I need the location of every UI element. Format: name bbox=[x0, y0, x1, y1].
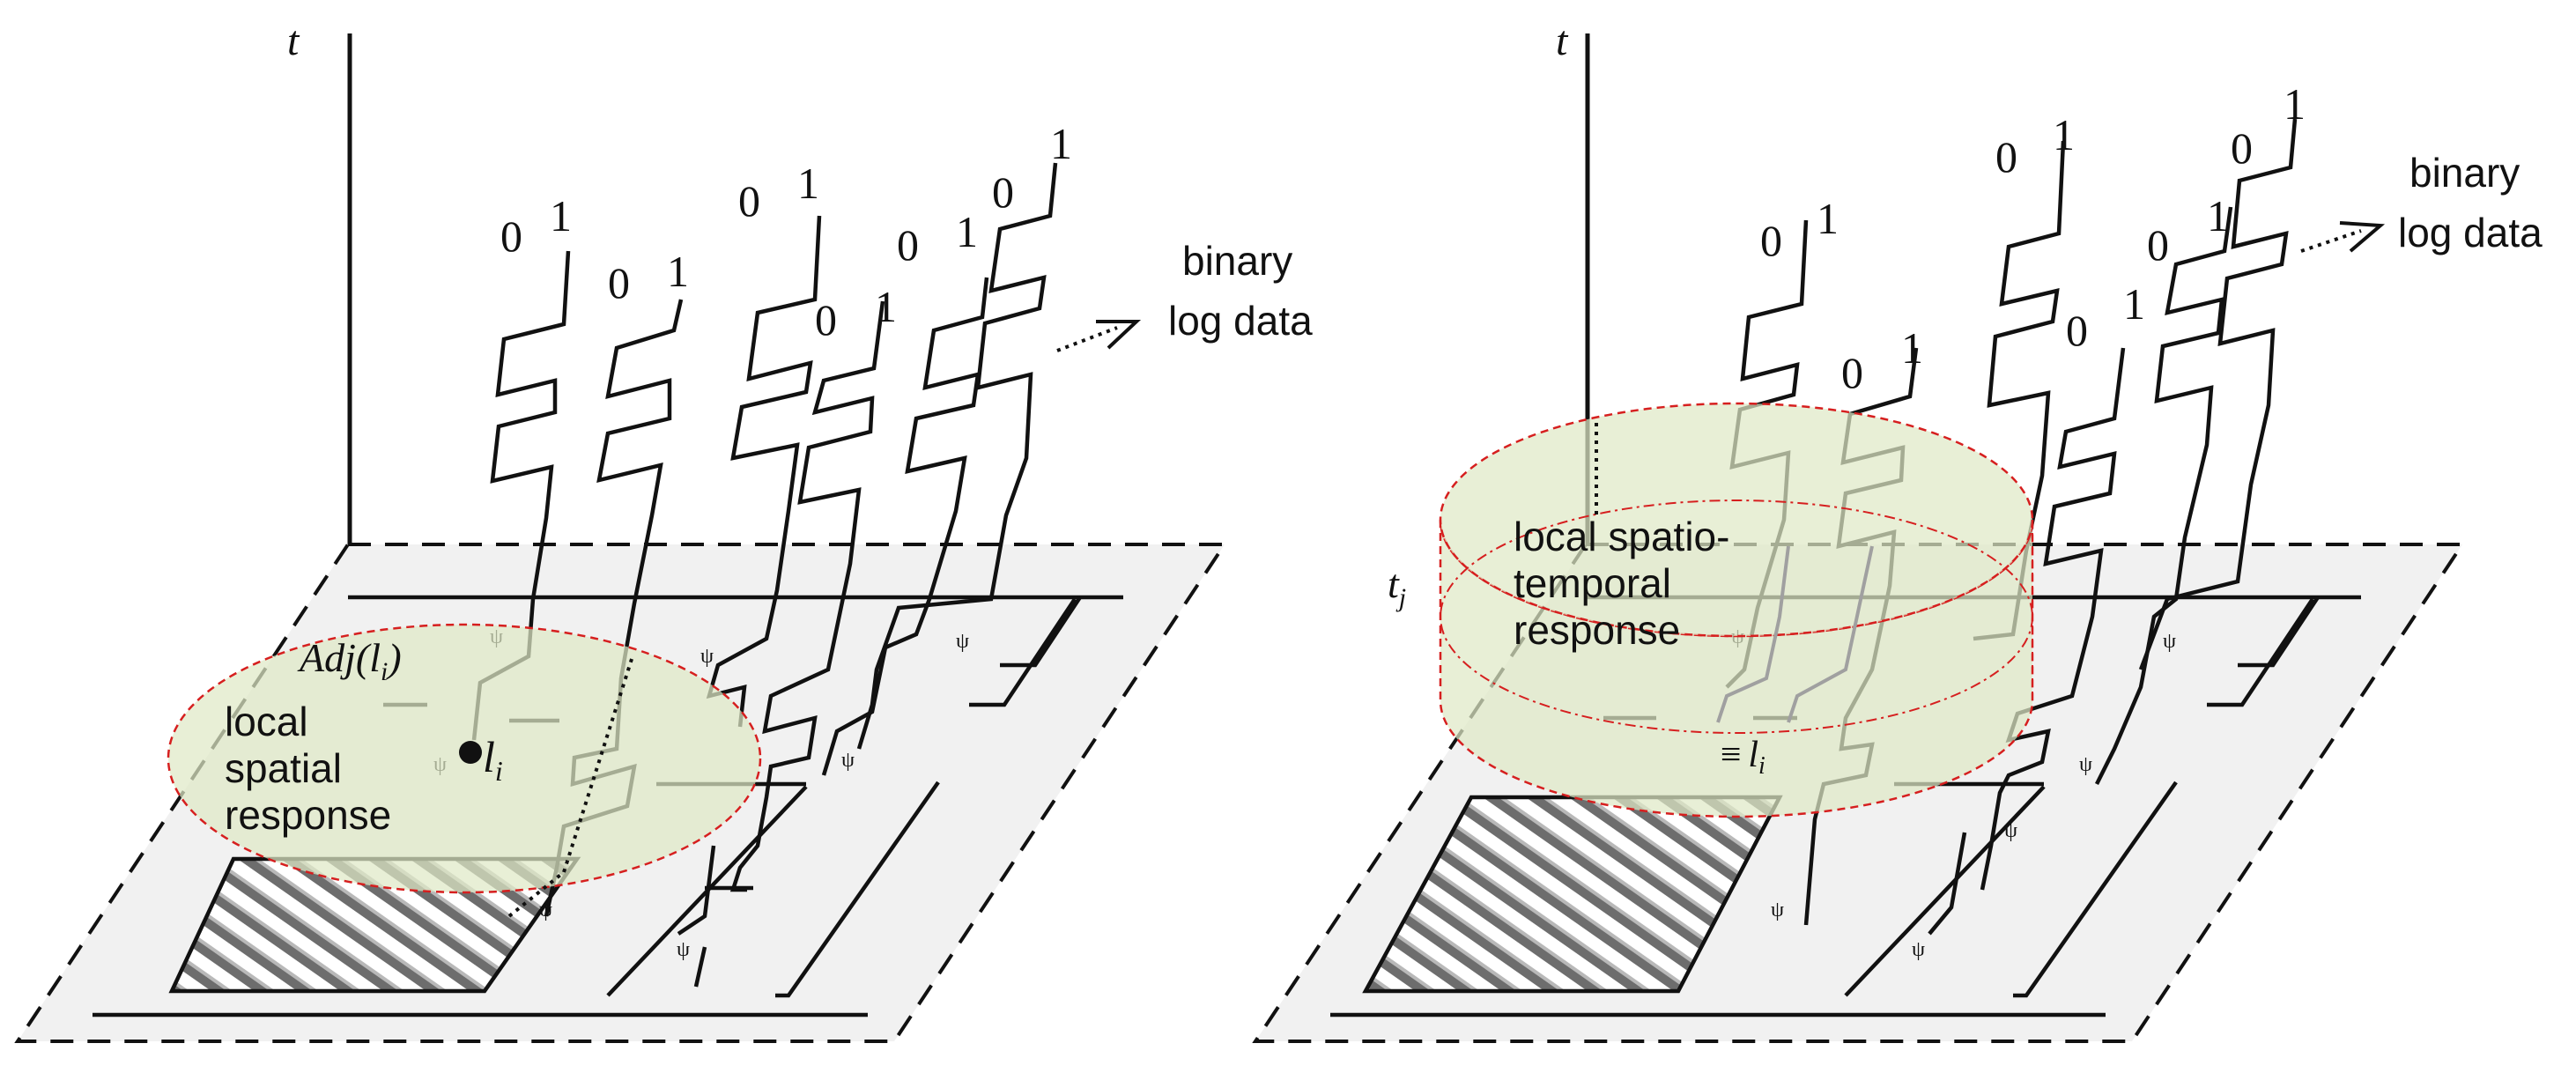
right-gray-trace bbox=[1787, 545, 1874, 723]
bin-value: 1 bbox=[1817, 194, 1839, 243]
bin-value: 1 bbox=[797, 159, 819, 208]
adj-label: Adj(li) bbox=[297, 635, 402, 686]
st-region-label-line3: response bbox=[1514, 607, 1680, 653]
bin-value: 0 bbox=[897, 220, 919, 270]
bin-value: 1 bbox=[550, 191, 572, 240]
sensor-li-label-right: ≡li bbox=[1718, 735, 1765, 780]
left-dotted-link bbox=[507, 870, 566, 918]
left-arrow-head bbox=[1096, 320, 1142, 350]
bin-value: 0 bbox=[1760, 216, 1782, 265]
left-binary-values: 0 1 0 1 0 1 0 1 0 1 0 1 bbox=[500, 119, 1072, 344]
bin-value: 1 bbox=[956, 207, 978, 256]
st-region-label-line1: local spatio- bbox=[1514, 514, 1729, 559]
right-gray-trace bbox=[1716, 545, 1790, 723]
bin-value: 0 bbox=[1841, 348, 1863, 397]
bin-value: 0 bbox=[815, 295, 837, 344]
sensor-mark: ψ bbox=[2163, 630, 2176, 653]
sensor-mark: ψ bbox=[1912, 938, 1925, 961]
sensor-mark: ψ bbox=[539, 899, 552, 921]
right-arrow-shaft bbox=[2300, 229, 2362, 253]
sensor-mark: ψ bbox=[2079, 753, 2092, 776]
left-arrow-shaft bbox=[1056, 326, 1118, 352]
right-panel: t 0 1 0 1 0 1 0 1 0 1 0 1 ψ ψ ψ bbox=[1252, 18, 2543, 1043]
left-binary-label-1: binary bbox=[1182, 238, 1292, 284]
sensor-li-dot bbox=[459, 741, 482, 764]
bin-value: 0 bbox=[1995, 132, 2017, 181]
right-arrow-head bbox=[2339, 221, 2386, 253]
bin-value: 0 bbox=[992, 167, 1014, 217]
bin-value: 1 bbox=[2053, 110, 2075, 159]
bin-value: 1 bbox=[2123, 279, 2145, 329]
left-axis-label: t bbox=[287, 18, 300, 64]
right-binary-label-2: log data bbox=[2398, 210, 2543, 255]
bin-value: 1 bbox=[1050, 119, 1072, 168]
left-dotted-link bbox=[562, 655, 634, 873]
sensor-mark: ψ bbox=[841, 749, 855, 772]
bin-value: 0 bbox=[2231, 123, 2253, 173]
right-axis-label: t bbox=[1556, 18, 1569, 64]
left-panel: t 0 1 0 1 0 1 0 1 0 1 0 1 bbox=[14, 18, 1313, 1043]
bin-value: 1 bbox=[2284, 79, 2306, 129]
sensor-mark: ψ bbox=[956, 630, 969, 653]
bin-value: 0 bbox=[608, 258, 630, 307]
right-binary-label-1: binary bbox=[2409, 150, 2520, 196]
sensor-mark: ψ bbox=[1771, 899, 1784, 921]
time-tj-label: tj bbox=[1388, 561, 1406, 612]
local-spatio-temporal-response-region bbox=[1439, 402, 2034, 818]
region-label-line3: response bbox=[225, 792, 391, 838]
bin-value: 0 bbox=[2066, 306, 2088, 355]
bin-value: 1 bbox=[875, 282, 897, 331]
sensor-mark: ψ bbox=[677, 938, 690, 961]
st-region-label-line2: temporal bbox=[1514, 560, 1671, 606]
bin-value: 0 bbox=[2147, 220, 2169, 270]
bin-value: 0 bbox=[500, 211, 522, 261]
region-label-line1: local bbox=[225, 699, 308, 744]
bin-value: 1 bbox=[2207, 191, 2229, 240]
sensor-mark: ψ bbox=[700, 645, 714, 668]
right-binary-values: 0 1 0 1 0 1 0 1 0 1 0 1 bbox=[1760, 79, 2306, 397]
region-label-line2: spatial bbox=[225, 745, 342, 791]
sensor-li-label: li bbox=[483, 732, 503, 787]
left-binary-label-2: log data bbox=[1168, 298, 1313, 344]
bin-value: 1 bbox=[667, 247, 689, 296]
bin-value: 0 bbox=[738, 176, 760, 226]
sensor-mark: ψ bbox=[2004, 819, 2017, 842]
bin-value: 1 bbox=[1901, 323, 1923, 373]
